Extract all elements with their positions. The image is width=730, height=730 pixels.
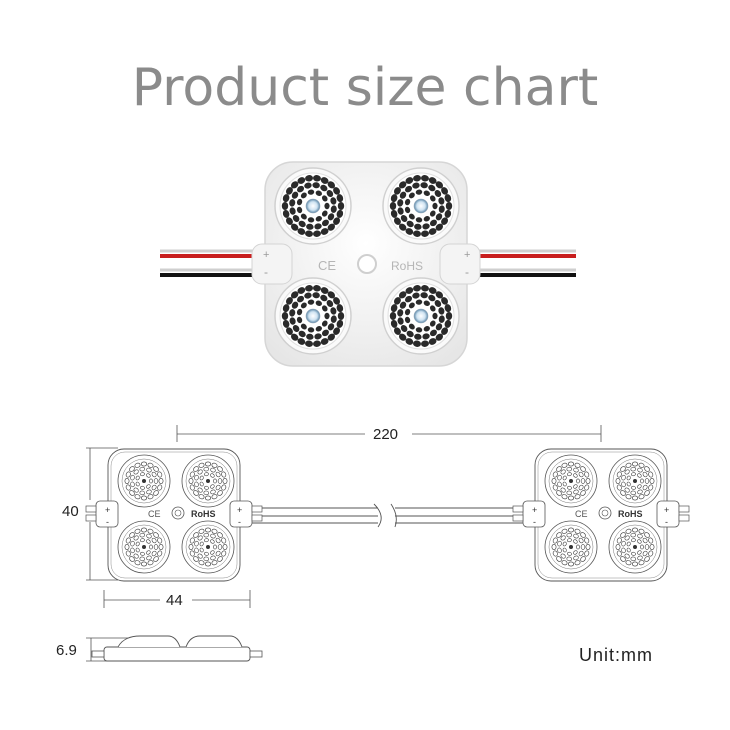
led-chip	[413, 308, 429, 324]
drawing-minus-mark: -	[665, 517, 668, 527]
drawing-ce-mark: CE	[575, 509, 588, 519]
right-minus-mark: -	[465, 265, 469, 279]
mounting-hole	[357, 254, 377, 274]
product-photo: + - + - CE RoHS	[160, 161, 576, 367]
length-dimension	[176, 425, 602, 442]
left-wires	[160, 249, 268, 277]
left-plus-mark: +	[263, 249, 269, 261]
drawing-lens	[117, 520, 171, 574]
side-view	[86, 635, 263, 662]
drawing-plus-mark: +	[237, 505, 242, 515]
led-chip	[413, 198, 429, 214]
drawing-ce-mark: CE	[148, 509, 161, 519]
drawing-rohs-mark: RoHS	[191, 509, 216, 519]
drawing-lens	[181, 520, 235, 574]
drawing-plus-mark: +	[532, 505, 537, 515]
photo-lens	[274, 167, 352, 245]
right-plus-mark: +	[464, 249, 470, 261]
right-sleeve	[439, 243, 481, 285]
drawing-minus-mark: -	[533, 517, 536, 527]
photo-lens	[382, 277, 460, 355]
drawing-lens	[544, 454, 598, 508]
left-sleeve	[251, 243, 293, 285]
right-wires	[470, 249, 576, 277]
photo-lens	[382, 167, 460, 245]
technical-drawing: + - + - CE RoHS + - + - CE RoHS	[85, 425, 690, 662]
led-chip	[305, 308, 321, 324]
drawing-module-left: + - + - CE RoHS	[85, 448, 263, 582]
drawing-lens	[181, 454, 235, 508]
drawing-module-right: + - + - CE RoHS	[512, 448, 690, 582]
drawing-minus-mark: -	[106, 517, 109, 527]
drawing-lens	[544, 520, 598, 574]
width-dimension	[103, 590, 251, 608]
unit-label: Unit:mm	[579, 645, 653, 665]
drawing-plus-mark: +	[664, 505, 669, 515]
width-value: 44	[166, 592, 183, 609]
height-dimension	[86, 447, 118, 581]
rohs-mark: RoHS	[391, 259, 423, 273]
drawing-rohs-mark: RoHS	[618, 509, 643, 519]
photo-lenses	[274, 167, 460, 355]
photo-lens	[274, 277, 352, 355]
drawing-lens	[608, 454, 662, 508]
drawing-cable	[252, 503, 528, 528]
drawing-plus-mark: +	[105, 505, 110, 515]
led-chip	[305, 198, 321, 214]
height-value: 40	[62, 503, 79, 520]
ce-mark: CE	[318, 258, 336, 273]
drawing-minus-mark: -	[238, 517, 241, 527]
page-title: Product size chart	[131, 58, 599, 118]
thickness-value: 6.9	[56, 642, 77, 659]
length-value: 220	[373, 426, 399, 443]
left-minus-mark: -	[264, 265, 268, 279]
drawing-lens	[608, 520, 662, 574]
drawing-lens	[117, 454, 171, 508]
